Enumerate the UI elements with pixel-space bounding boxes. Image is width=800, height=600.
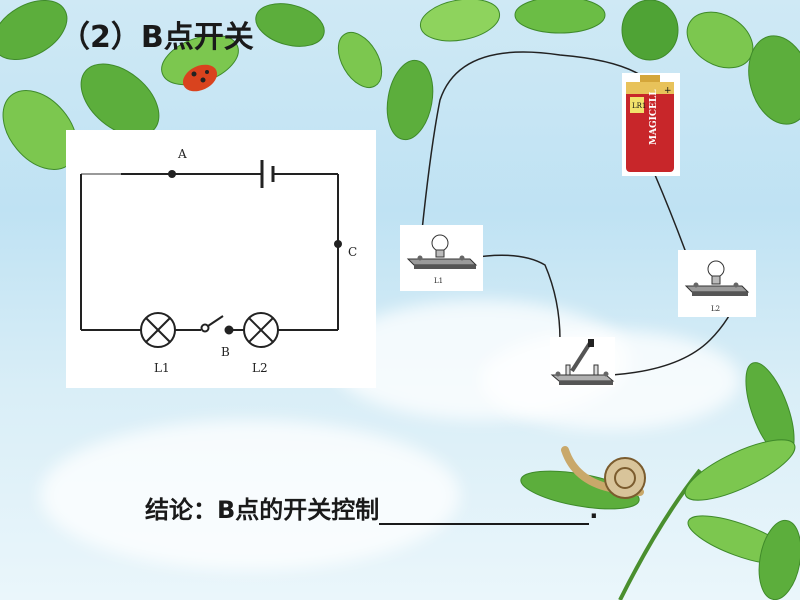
schematic-panel: A C B L1 L2 <box>66 130 376 388</box>
node-c <box>334 240 342 248</box>
battery-brand: MAGICELL <box>649 89 659 145</box>
lamp-l1-symbol <box>140 312 176 348</box>
knife-switch-image <box>550 337 615 387</box>
conclusion-end: . <box>589 496 599 524</box>
snail <box>561 446 646 499</box>
label-c: C <box>348 245 357 259</box>
switch-b-symbol <box>200 315 234 335</box>
battery-label: LR1 <box>632 102 646 110</box>
lamp-l2-symbol <box>243 312 279 348</box>
battery-plus: + <box>664 86 672 96</box>
label-b: B <box>221 345 230 359</box>
battery-image: LR1 + MAGICELL <box>622 73 680 176</box>
answer-blank[interactable] <box>379 497 590 525</box>
ladybug <box>182 64 218 92</box>
lamp-l2-image: L2 <box>678 250 756 317</box>
schematic-diagram: A C B L1 L2 <box>80 147 357 375</box>
conclusion-text: 结论：B点的开关控制 <box>145 496 380 524</box>
label-l2: L2 <box>252 361 268 375</box>
lamp-l1-image: L1 <box>400 225 483 291</box>
page-title: （2）B点开关 <box>60 20 254 55</box>
lamp-l1-label: L1 <box>434 277 443 285</box>
cloud <box>40 420 460 570</box>
lamp-l2-label: L2 <box>711 305 720 313</box>
node-a <box>168 170 176 178</box>
conclusion-line: 结论：B点的开关控制. <box>145 490 598 525</box>
label-a: A <box>177 147 187 161</box>
label-l1: L1 <box>154 361 170 375</box>
